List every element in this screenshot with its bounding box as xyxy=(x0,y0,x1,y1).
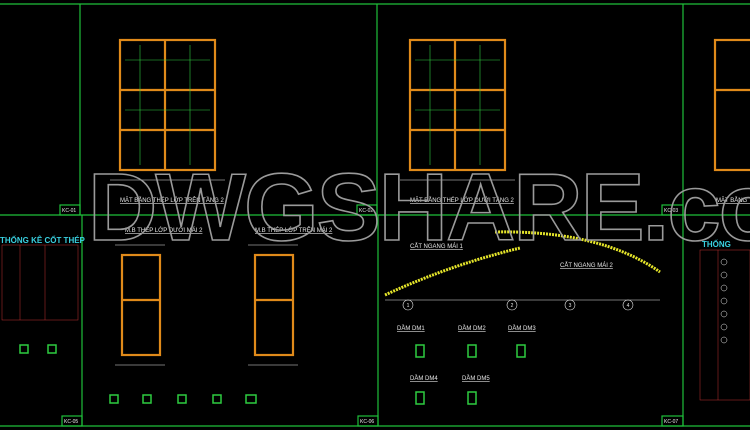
axis-markers xyxy=(402,299,634,311)
beam-label: DẦM DM2 xyxy=(458,325,486,332)
beam-label: DẦM DM3 xyxy=(508,325,536,332)
watermark-logo: DWGSHARE.com xyxy=(88,154,750,261)
axis-label: 3 xyxy=(569,303,572,309)
plan-title-lower-floor2: MẶT BẰNG THÉP LỚP DƯỚI TẦNG 2 xyxy=(410,196,515,204)
rebar-statistics-table xyxy=(1,244,750,401)
section-title-roof1: CẮT NGANG MÁI 1 xyxy=(410,242,464,250)
sheet-code-kc03: KC-03 xyxy=(664,208,678,214)
roof-section-2 xyxy=(494,230,661,274)
roof-section-1 xyxy=(384,246,521,297)
beam-label: DẦM DM5 xyxy=(462,375,490,382)
axis-label: 1 xyxy=(407,303,410,309)
rebar-lines xyxy=(125,45,500,165)
plan-title-upper-roof2: M.B THÉP LỚP TRÊN MÁI 2 xyxy=(255,226,333,234)
sheet-code-kc01: KC-01 xyxy=(62,208,76,214)
sheet-code-kc07: KC-07 xyxy=(664,419,678,425)
floor-plans xyxy=(118,38,750,357)
stats-title-partial: THỐNG xyxy=(702,239,731,249)
sheet-code-kc06: KC-06 xyxy=(360,419,374,425)
sheet-code-kc05: KC-05 xyxy=(64,419,78,425)
beam-sections xyxy=(19,344,526,405)
stats-title: THỐNG KÊ CỐT THÉP xyxy=(0,235,86,245)
dimension-lines xyxy=(110,179,515,366)
sheet-code-kc02: KC-02 xyxy=(359,208,373,214)
axis-label: 4 xyxy=(627,303,630,309)
plan-title-partial: MẶT BẰNG THÉP xyxy=(716,196,750,204)
plan-title-lower-roof2: M.B THÉP LỚP DƯỚI MÁI 2 xyxy=(125,227,203,234)
axis-label: 2 xyxy=(511,303,514,309)
beam-label: DẦM DM1 xyxy=(397,325,425,332)
section-title-roof2: CẮT NGANG MÁI 2 xyxy=(560,261,614,269)
beam-label: DẦM DM4 xyxy=(410,375,438,382)
sheet-borders xyxy=(0,3,750,427)
plan-title-upper-floor2: MẶT BẰNG THÉP LỚP TRÊN TẦNG 2 xyxy=(120,196,225,204)
